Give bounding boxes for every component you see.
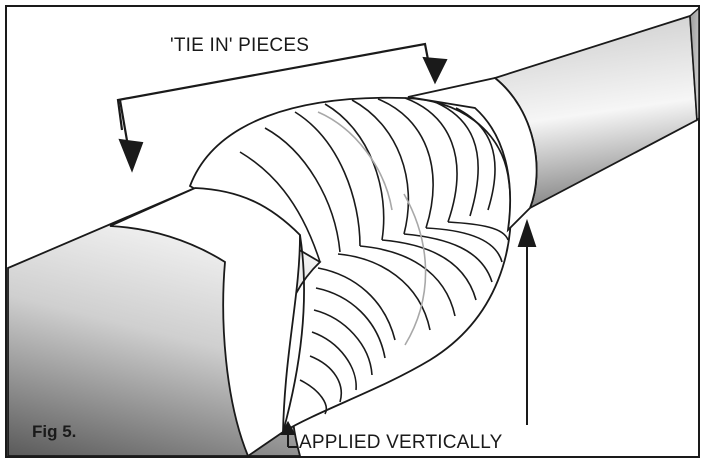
figure-caption: Fig 5. (32, 422, 77, 441)
right-pipe-end (689, 6, 700, 122)
vertical-wrap-strips (239, 97, 509, 415)
label-corner-arrow (280, 420, 298, 448)
applied-arrow (517, 218, 537, 425)
frame-border (5, 5, 700, 458)
applied-vertically-label: APPLIED VERTICALLY (299, 432, 503, 453)
left-band-edge (282, 234, 305, 433)
tie-in-bracket (116, 42, 448, 173)
right-tie-in-band (407, 77, 538, 233)
grey-guide-arcs (317, 111, 427, 346)
tie-in-pieces-label: 'TIE IN' PIECES (170, 35, 310, 56)
